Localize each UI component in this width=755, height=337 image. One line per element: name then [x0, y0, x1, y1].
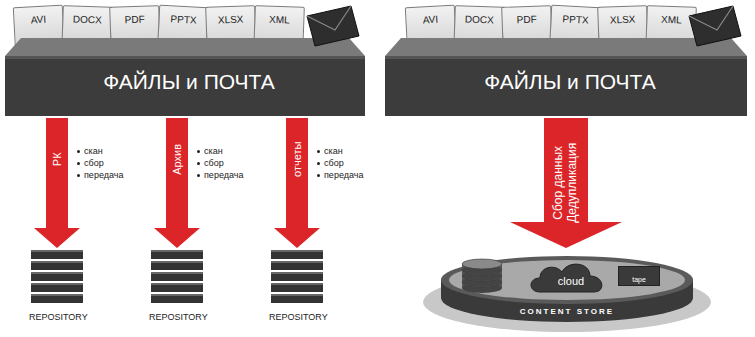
bullet-item: передача	[317, 170, 363, 180]
arrow-label: Архив	[171, 124, 184, 194]
bullet-item: передача	[197, 170, 243, 180]
arrow-label: Сбор данных Дедупликация	[552, 124, 580, 242]
bullet-text: передача	[324, 170, 363, 180]
bullet-item: скан	[197, 146, 223, 156]
repository: REPOSITORY	[149, 250, 205, 322]
node-text: XLSX	[598, 6, 647, 26]
bullet-dot	[197, 162, 200, 165]
bullet-dot	[77, 150, 80, 153]
flow-arrow	[34, 118, 80, 248]
source-box: ФАЙЛЫ и ПОЧТА	[5, 38, 373, 116]
repository-stack	[29, 250, 85, 322]
repository: REPOSITORY	[269, 250, 325, 322]
box-shape	[5, 0, 365, 116]
bullet-dot	[317, 162, 320, 165]
flow-arrow	[154, 118, 200, 248]
bullet-text: скан	[84, 146, 103, 156]
node-text: tape	[619, 267, 659, 283]
cloud-icon: cloud	[528, 260, 614, 296]
node-text: PDF	[502, 6, 551, 26]
node-text: DOCX	[455, 6, 504, 26]
bullet-text: передача	[204, 170, 243, 180]
node-text: REPOSITORY	[149, 312, 205, 322]
repository: REPOSITORY	[29, 250, 85, 322]
bullet-text: сбор	[204, 158, 224, 168]
bullet-text: сбор	[84, 158, 104, 168]
node-text: REPOSITORY	[269, 312, 325, 322]
bullet-item: сбор	[317, 158, 344, 168]
node-text: PPTX	[159, 6, 208, 26]
arrow-label: РК	[51, 124, 64, 194]
node-text: AVI	[14, 6, 63, 26]
bullet-text: скан	[324, 146, 343, 156]
bullet-item: сбор	[77, 158, 104, 168]
bullet-dot	[197, 150, 200, 153]
node-text: XLSX	[206, 6, 255, 26]
repository-stack	[269, 250, 325, 322]
bullet-item: скан	[317, 146, 343, 156]
box-shape	[385, 0, 747, 116]
bullet-text: передача	[84, 170, 123, 180]
node-text: CONTENT STORE	[422, 307, 712, 316]
bullet-dot	[197, 174, 200, 177]
tape-icon: tape	[618, 266, 660, 286]
bullet-text: сбор	[324, 158, 344, 168]
source-box: ФАЙЛЫ и ПОЧТА	[385, 38, 755, 116]
bullet-item: сбор	[197, 158, 224, 168]
flow-arrow	[274, 118, 320, 248]
node-text: cloud	[528, 260, 614, 287]
node-text: REPOSITORY	[29, 312, 85, 322]
node-text: DOCX	[63, 6, 112, 26]
node-text: PDF	[110, 6, 159, 26]
node-text: ФАЙЛЫ и ПОЧТА	[5, 38, 373, 94]
node-text: PPTX	[551, 6, 600, 26]
repository-stack	[149, 250, 205, 322]
bullet-dot	[317, 174, 320, 177]
arrow-label: отчеты	[291, 124, 304, 194]
bullet-dot	[77, 162, 80, 165]
bullet-item: передача	[77, 170, 123, 180]
flow-arrow	[510, 118, 622, 248]
node-text: ФАЙЛЫ и ПОЧТА	[385, 38, 755, 94]
node-text: XML	[255, 6, 304, 26]
bullet-text: скан	[204, 146, 223, 156]
bullet-dot	[317, 150, 320, 153]
bullet-dot	[77, 174, 80, 177]
content-store: CONTENT STORE cloud tape	[422, 250, 712, 334]
bullet-item: скан	[77, 146, 103, 156]
node-text: AVI	[406, 6, 455, 26]
